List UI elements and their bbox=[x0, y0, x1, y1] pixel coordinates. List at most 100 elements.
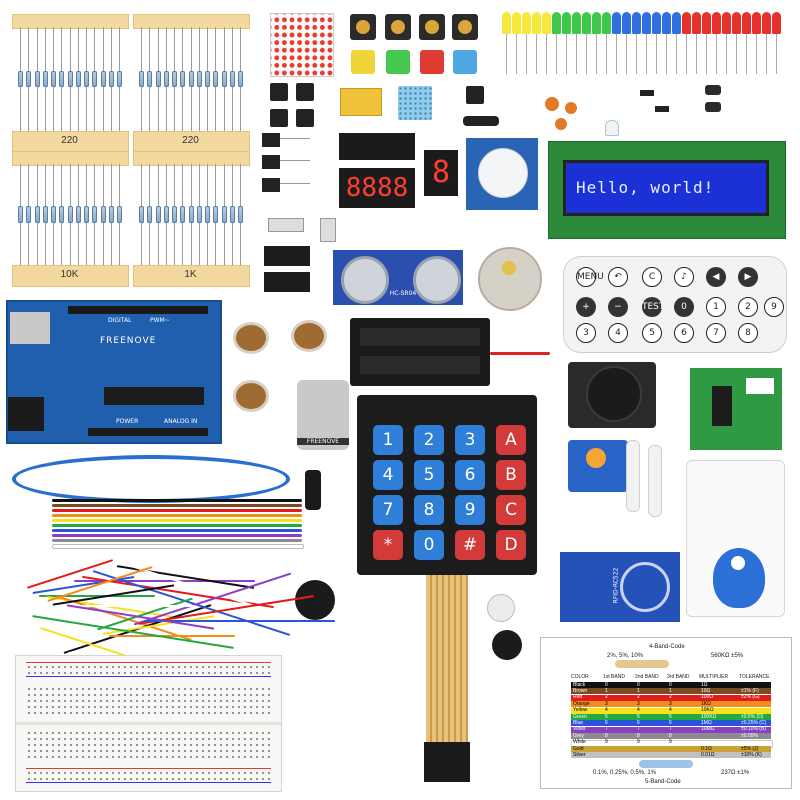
card-cell: 7 bbox=[637, 726, 640, 733]
led-leg bbox=[766, 34, 767, 74]
led-leg bbox=[656, 34, 657, 74]
keypad-key[interactable]: 8 bbox=[414, 495, 444, 525]
lcd-text: Hello, world! bbox=[576, 178, 715, 197]
card-top-right-note: 560KΩ ±5% bbox=[711, 653, 744, 659]
remote-button[interactable]: 4 bbox=[608, 323, 628, 343]
jumper-wire bbox=[144, 620, 335, 622]
keypad-key[interactable]: 0 bbox=[414, 530, 444, 560]
remote-button[interactable]: C bbox=[642, 267, 662, 287]
card-cell: Brown bbox=[573, 687, 588, 694]
remote-button[interactable]: ↶ bbox=[608, 267, 628, 287]
card-cell: 1KΩ bbox=[701, 700, 711, 707]
remote-button[interactable]: 5 bbox=[642, 323, 662, 343]
card-cell: 5 bbox=[605, 713, 608, 720]
led bbox=[612, 12, 621, 34]
led-leg bbox=[556, 34, 557, 74]
resistor bbox=[229, 27, 235, 131]
remote-button[interactable]: + bbox=[576, 297, 596, 317]
remote-button[interactable]: 6 bbox=[674, 323, 694, 343]
microcontroller-chip bbox=[104, 387, 204, 405]
jumper-wire bbox=[67, 625, 235, 655]
keypad-key[interactable]: # bbox=[455, 530, 485, 560]
led bbox=[622, 12, 631, 34]
remote-button[interactable]: MENU bbox=[576, 267, 604, 287]
card-cell: 4 bbox=[669, 707, 672, 714]
card-color-row bbox=[571, 752, 771, 759]
led-leg bbox=[586, 34, 587, 74]
stepper-motor bbox=[478, 247, 542, 311]
resistor-pack-label: 10K bbox=[60, 269, 79, 280]
led bbox=[712, 12, 721, 34]
keypad-key[interactable]: 6 bbox=[455, 460, 485, 490]
keypad-key[interactable]: A bbox=[496, 425, 526, 455]
resistor bbox=[117, 164, 122, 265]
buzzer-active bbox=[492, 630, 522, 660]
ribbon-wire bbox=[52, 534, 302, 537]
led bbox=[772, 12, 781, 34]
lcd-screen: Hello, world! bbox=[563, 160, 769, 216]
ribbon-wire bbox=[52, 524, 302, 527]
led bbox=[752, 12, 761, 34]
seven-segment-4digit: 8888 bbox=[339, 168, 415, 208]
remote-button[interactable]: ▶ bbox=[738, 267, 758, 287]
card-cell: 10MΩ bbox=[701, 726, 715, 733]
remote-button[interactable]: 9 bbox=[764, 297, 784, 317]
resistor bbox=[213, 164, 219, 265]
resistor bbox=[139, 27, 144, 131]
remote-button[interactable]: ♪ bbox=[674, 267, 694, 287]
card-cell: ±1% (F) bbox=[741, 687, 759, 694]
ir-receiver bbox=[466, 86, 484, 104]
keypad-key[interactable]: 9 bbox=[455, 495, 485, 525]
keypad-key[interactable]: 7 bbox=[373, 495, 403, 525]
remote-button[interactable]: 7 bbox=[706, 323, 726, 343]
remote-button[interactable]: 3 bbox=[576, 323, 596, 343]
remote-button[interactable]: 2 bbox=[738, 297, 758, 317]
card-header-cell: COLOR bbox=[571, 674, 589, 680]
remote-button[interactable]: TEST bbox=[642, 297, 664, 317]
resistor bbox=[221, 164, 227, 265]
card-bottom-title: 5-Band-Code bbox=[645, 779, 681, 785]
keypad-key[interactable]: 1 bbox=[373, 425, 403, 455]
resistor bbox=[92, 164, 98, 265]
keypad-key[interactable]: * bbox=[373, 530, 403, 560]
card-cell: ±0.25% (C) bbox=[741, 719, 767, 726]
stepper-driver-board bbox=[690, 368, 782, 450]
servo-motor bbox=[568, 440, 628, 492]
remote-button[interactable]: ◀ bbox=[706, 267, 726, 287]
card-cell: 5 bbox=[669, 713, 672, 720]
resistor bbox=[42, 27, 48, 131]
keypad-key[interactable]: 2 bbox=[414, 425, 444, 455]
digital-header bbox=[68, 306, 208, 314]
jumper-wire bbox=[59, 605, 195, 607]
keypad-key[interactable]: B bbox=[496, 460, 526, 490]
led-leg bbox=[696, 34, 697, 74]
resistor-pack-label: 220 bbox=[182, 135, 199, 146]
card-header-cell: 2nd BAND bbox=[635, 674, 659, 680]
remote-button[interactable]: − bbox=[608, 297, 628, 317]
keypad-key[interactable]: D bbox=[496, 530, 526, 560]
led-bar-graph bbox=[339, 133, 415, 160]
keypad-key[interactable]: 5 bbox=[414, 460, 444, 490]
resistor bbox=[84, 27, 89, 131]
card-cell: 9 bbox=[669, 739, 672, 746]
card-cell: ±0.10% (B) bbox=[741, 726, 766, 733]
keypad-key[interactable]: C bbox=[496, 495, 526, 525]
card-cell: Black bbox=[573, 681, 586, 688]
card-cell: Gold bbox=[573, 745, 584, 752]
resistor bbox=[155, 27, 161, 131]
led bbox=[672, 12, 681, 34]
card-cell: 0 bbox=[605, 681, 608, 688]
analog-header bbox=[88, 428, 208, 436]
remote-button[interactable]: 0 bbox=[674, 297, 694, 317]
barrel-plug-cable bbox=[305, 470, 321, 510]
card-cell: 100Ω bbox=[701, 694, 714, 701]
remote-button[interactable]: 1 bbox=[706, 297, 726, 317]
remote-button[interactable]: 8 bbox=[738, 323, 758, 343]
card-cell: 0.1Ω bbox=[701, 745, 712, 752]
resistor bbox=[117, 27, 122, 131]
keypad-key[interactable]: 4 bbox=[373, 460, 403, 490]
resistor bbox=[75, 27, 81, 131]
led bbox=[522, 12, 531, 34]
keypad-key[interactable]: 3 bbox=[455, 425, 485, 455]
